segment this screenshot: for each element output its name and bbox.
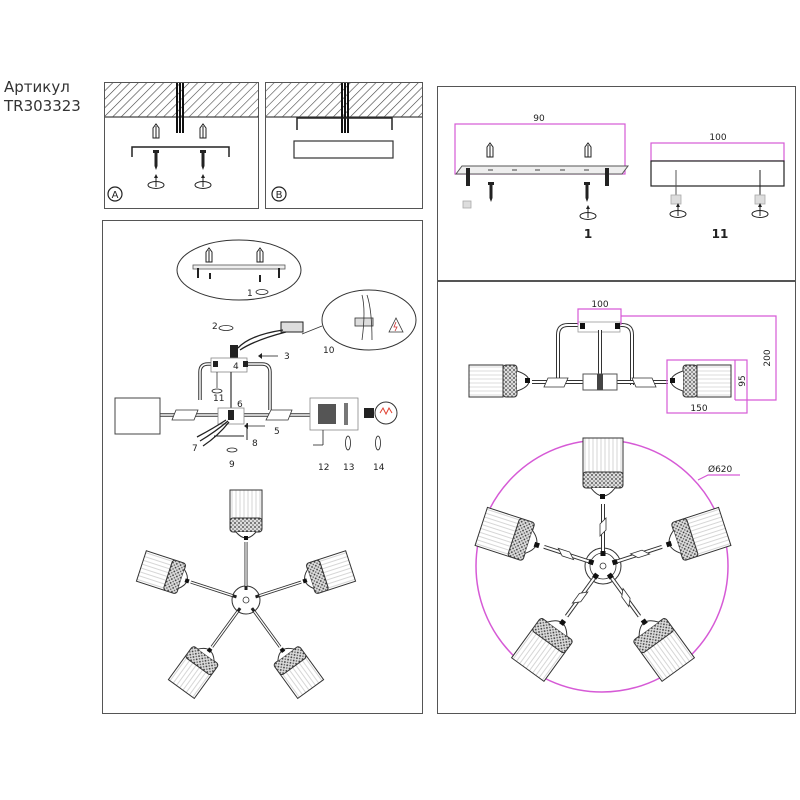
article-label: Артикул <box>4 78 70 96</box>
mounting-plate <box>455 165 629 175</box>
dowel-icon <box>256 247 264 263</box>
plate-width-label: 90 <box>533 114 545 124</box>
callout-2: 2 <box>212 322 218 332</box>
callout-11: 11 <box>213 394 224 404</box>
step-b-marker: B <box>276 190 283 201</box>
lamp-socket <box>318 404 336 424</box>
dowel-icon <box>205 247 213 263</box>
lamp-side-view: 100 200 95 150 <box>468 300 777 414</box>
step-a-diagram: A <box>105 83 258 202</box>
lamp-shade-left <box>468 364 531 398</box>
callout-3: 3 <box>284 352 290 362</box>
hub-top-view <box>231 585 261 615</box>
rotate-icon <box>194 173 212 189</box>
step-a-marker-circle <box>107 186 123 202</box>
callout-6: 6 <box>237 400 243 410</box>
part-canopy-number: 11 <box>712 227 729 241</box>
mounting-plate-diagram: 90 1 <box>454 114 629 241</box>
terminal-block <box>280 321 304 333</box>
rotate-icon <box>751 202 769 218</box>
step-b-marker-circle <box>271 186 287 202</box>
electric-hazard-icon <box>388 317 404 333</box>
article-header: Артикул TR303323 <box>4 78 81 116</box>
mounting-bracket-b <box>296 117 393 130</box>
callout-9: 9 <box>229 460 235 470</box>
ceiling-wires-a <box>176 83 184 133</box>
ceiling-hatch-a <box>105 83 258 117</box>
top-width-label: 100 <box>591 300 608 310</box>
callout-7: 7 <box>192 444 198 454</box>
canopy-b <box>293 140 394 159</box>
height-dimension <box>621 315 777 401</box>
canopy-dimension-box <box>650 142 785 162</box>
rotate-icon <box>579 204 597 220</box>
assembly-exploded-view: 1 2 3 4 5 6 7 8 9 10 11 12 13 14 <box>114 239 417 473</box>
plate-detail-bubble <box>176 239 302 301</box>
callout-1: 1 <box>247 289 253 299</box>
mounting-bracket-a <box>131 146 230 157</box>
callout-8: 8 <box>252 439 258 449</box>
lamp-shade-left <box>114 397 161 435</box>
lamp-top-view: Ø620 <box>473 437 740 693</box>
callout-13: 13 <box>343 463 354 473</box>
callout-4: 4 <box>233 362 239 372</box>
cable-gland <box>230 345 238 360</box>
article-code: TR303323 <box>4 97 81 115</box>
callout-14: 14 <box>373 463 385 473</box>
shade-height-label: 95 <box>738 375 748 386</box>
assembly-top-view <box>134 489 358 700</box>
height-label: 200 <box>763 349 773 366</box>
shade-length-label: 150 <box>690 404 707 414</box>
step-b-diagram: B <box>266 83 422 202</box>
callout-5: 5 <box>274 427 280 437</box>
screw-icon <box>153 150 159 170</box>
terminal-block-icon <box>754 194 766 205</box>
top-width-dimension <box>577 308 622 325</box>
terminal-block-icon <box>670 194 682 205</box>
rotate-icon <box>147 173 165 189</box>
rotate-icon <box>669 202 687 218</box>
part-plate-number: 1 <box>584 227 592 241</box>
terminal-block-icon <box>462 200 472 209</box>
dowel-icon <box>152 123 160 139</box>
lamp-shade-right <box>669 364 732 398</box>
screw-icon <box>200 150 206 170</box>
canopy-width-label: 100 <box>709 133 726 143</box>
dowel-icon <box>486 142 494 158</box>
canopy-diagram: 100 11 <box>650 133 785 241</box>
screw-icon <box>584 182 590 202</box>
callout-10: 10 <box>323 346 335 356</box>
dowel-icon <box>199 123 207 139</box>
dowel-icon <box>584 142 592 158</box>
diameter-label: Ø620 <box>708 464 733 475</box>
step-a-marker: A <box>112 190 119 201</box>
callout-12: 12 <box>318 463 329 473</box>
canopy <box>650 160 785 187</box>
shade-dimension-box <box>666 359 748 414</box>
screw-icon <box>488 182 494 202</box>
